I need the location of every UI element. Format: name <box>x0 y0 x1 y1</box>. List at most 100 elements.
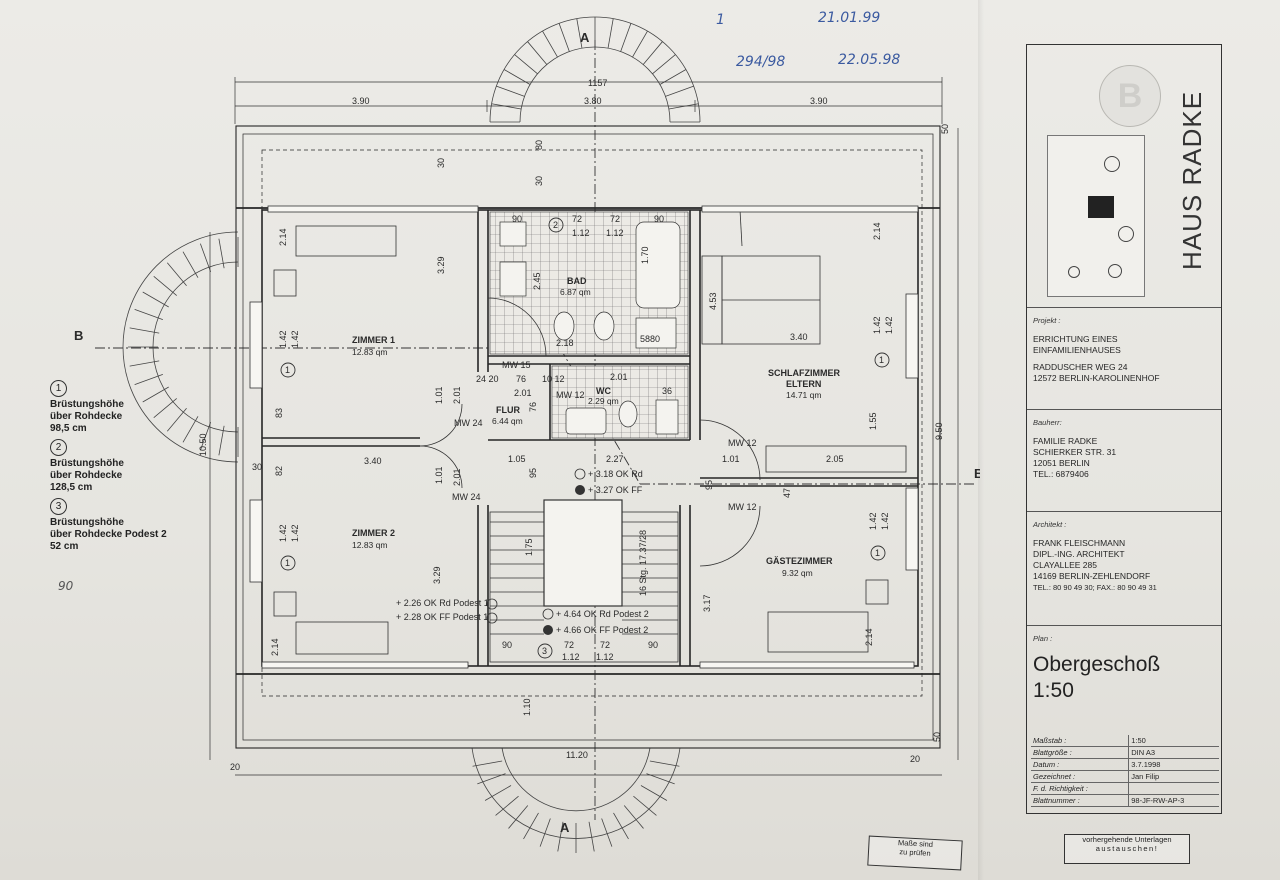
stair-spoke <box>129 360 160 367</box>
svg-text:1.12: 1.12 <box>596 652 614 662</box>
svg-text:1.12: 1.12 <box>606 228 624 238</box>
stair-spoke <box>484 785 512 801</box>
spiral-stair-left <box>122 231 239 463</box>
stair-spoke <box>134 373 163 385</box>
svg-text:30: 30 <box>534 176 544 186</box>
svg-text:80: 80 <box>650 334 660 344</box>
stair-spoke <box>576 18 583 49</box>
svg-text:50: 50 <box>940 124 950 134</box>
svg-text:76: 76 <box>528 402 538 412</box>
stair-spoke <box>640 785 668 801</box>
stair-spoke <box>153 275 177 296</box>
furniture <box>273 225 907 655</box>
stair-spoke <box>539 818 551 847</box>
room-flur-area: 6.44 qm <box>492 416 523 426</box>
svg-text:3.17: 3.17 <box>702 594 712 612</box>
svg-text:1.42: 1.42 <box>290 524 300 542</box>
svg-text:1.01: 1.01 <box>434 386 444 404</box>
svg-text:1157: 1157 <box>588 78 607 88</box>
svg-text:2.14: 2.14 <box>864 628 874 646</box>
stair-spoke <box>508 805 529 829</box>
svg-text:3.29: 3.29 <box>432 566 442 584</box>
section-lines <box>95 40 975 820</box>
svg-text:83: 83 <box>274 408 284 418</box>
stair-spoke <box>166 408 187 432</box>
room-flur: FLUR <box>496 405 520 415</box>
svg-text:1.01: 1.01 <box>434 466 444 484</box>
stair-spoke <box>142 386 169 403</box>
svg-text:47: 47 <box>782 488 792 498</box>
room-schlafzimmer-l2: ELTERN <box>786 379 821 389</box>
site-plan-sketch <box>1047 135 1145 297</box>
svg-text:1.42: 1.42 <box>872 316 882 334</box>
svg-text:2.01: 2.01 <box>514 388 532 398</box>
svg-text:76: 76 <box>516 374 526 384</box>
stair-spoke <box>182 416 199 443</box>
room-zimmer-1-area: 12.83 qm <box>352 347 387 357</box>
legend-item-3: 3 Brüstungshöhe über Rohdecke Podest 2 5… <box>50 498 200 553</box>
sheet-fold <box>978 0 984 880</box>
stair-spoke <box>668 103 699 110</box>
svg-text:MW 15: MW 15 <box>502 360 531 370</box>
svg-text:1.42: 1.42 <box>868 512 878 530</box>
spiral-stair-top <box>489 16 701 123</box>
svg-text:72: 72 <box>564 640 574 650</box>
stair-spoke <box>166 262 187 286</box>
svg-text:+ 4.64 OK Rd Podest 2: + 4.64 OK Rd Podest 2 <box>556 609 649 619</box>
legend-num-3: 3 <box>50 498 67 515</box>
svg-text:+ 2.28 OK FF Podest 1: + 2.28 OK FF Podest 1 <box>396 612 488 622</box>
room-zimmer-1: ZIMMER 1 <box>352 335 395 345</box>
svg-text:1.42: 1.42 <box>278 524 288 542</box>
projekt-section: Projekt : ERRICHTUNG EINES EINFAMILIENHA… <box>1033 316 1160 383</box>
svg-text:82: 82 <box>274 466 284 476</box>
stair-spoke <box>477 773 506 785</box>
legend-num-2: 2 <box>50 439 67 456</box>
svg-text:2.27: 2.27 <box>606 454 624 464</box>
stair-spoke <box>200 422 212 451</box>
handwritten-file-number: 294/98 <box>736 54 785 70</box>
svg-text:3.29: 3.29 <box>436 256 446 274</box>
svg-text:MW 12: MW 12 <box>728 438 757 448</box>
stair-spoke <box>182 251 199 278</box>
svg-text:1.55: 1.55 <box>868 412 878 430</box>
svg-text:+ 2.26 OK Rd Podest 1: + 2.26 OK Rd Podest 1 <box>396 598 489 608</box>
svg-text:2.45: 2.45 <box>532 272 542 290</box>
svg-text:72: 72 <box>572 214 582 224</box>
windows <box>249 205 919 669</box>
svg-text:20: 20 <box>230 762 240 772</box>
svg-text:30: 30 <box>252 462 262 472</box>
room-schlafzimmer-l1: SCHLAFZIMMER <box>768 368 840 378</box>
legend-num-1: 1 <box>50 380 67 397</box>
svg-text:72: 72 <box>600 640 610 650</box>
stair-spoke <box>623 805 644 829</box>
svg-text:2.01: 2.01 <box>452 386 462 404</box>
svg-text:3.40: 3.40 <box>364 456 382 466</box>
svg-text:1.12: 1.12 <box>572 228 590 238</box>
dimension-texts: 1157 3.90 3.80 3.90 11.20 10.50 9.50 50 … <box>198 78 950 772</box>
svg-text:58: 58 <box>640 334 650 344</box>
room-zimmer-2: ZIMMER 2 <box>352 528 395 538</box>
marker-2: 2 <box>553 220 558 230</box>
plan-section: Plan : Obergeschoß 1:50 <box>1033 633 1215 704</box>
svg-text:16 Stg. 17.37/28: 16 Stg. 17.37/28 <box>638 530 648 596</box>
room-gaestezimmer: GÄSTEZIMMER <box>766 556 833 566</box>
svg-text:11.20: 11.20 <box>566 750 588 760</box>
svg-text:20: 20 <box>910 754 920 764</box>
stair-spoke <box>557 821 564 852</box>
svg-text:2.01: 2.01 <box>452 468 462 486</box>
svg-text:72: 72 <box>610 214 620 224</box>
svg-text:24 20: 24 20 <box>476 374 499 384</box>
drawing-meta-table: Maßstab :1:50 Blattgröße :DIN A3 Datum :… <box>1031 735 1219 807</box>
svg-text:+ 4.66 OK FF Podest 2: + 4.66 OK FF Podest 2 <box>556 625 648 635</box>
svg-text:95: 95 <box>704 480 714 490</box>
stair-spoke <box>142 291 169 308</box>
svg-text:2.18: 2.18 <box>556 338 574 348</box>
marker-1a: 1 <box>285 365 290 375</box>
handwritten-date-top: 21.01.99 <box>818 10 880 26</box>
svg-text:90: 90 <box>654 214 664 224</box>
legend-item-2: 2 Brüstungshöhe über Rohdecke 128,5 cm <box>50 439 200 494</box>
stair-spoke <box>607 18 614 49</box>
stair-spoke <box>632 30 648 58</box>
svg-text:80: 80 <box>534 140 544 150</box>
svg-text:90: 90 <box>502 640 512 650</box>
